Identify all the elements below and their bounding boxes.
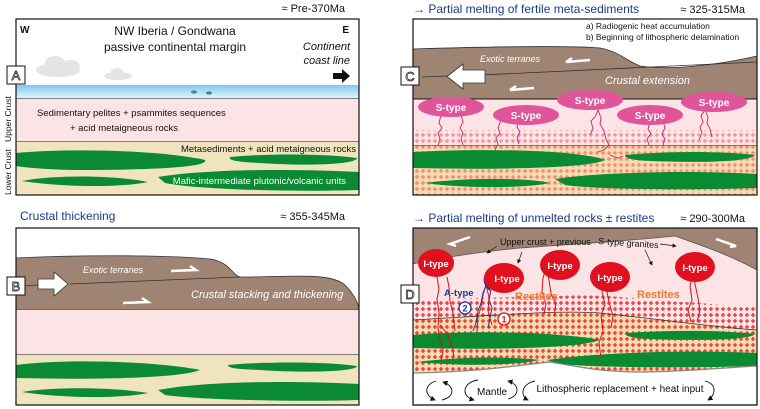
panel-d-terranes (413, 228, 757, 270)
s-type-pluton (557, 90, 623, 110)
i-type-label: I-type (547, 261, 572, 272)
shear-arrow-icon (170, 264, 200, 273)
i-type-label: I-type (682, 263, 707, 274)
panel-b-upper-crust (16, 310, 359, 355)
s-type-label: S-type (699, 98, 730, 109)
lithosphere-label: Lithospheric replacement + heat input (536, 384, 703, 395)
panel-c: → Partial melting of fertile meta-sedime… (400, 2, 758, 196)
panel-a-lower-text-1: Metasediments + acid metaigneous rocks (181, 144, 356, 155)
i-type-pluton (590, 262, 630, 292)
panel-b-letter: B (12, 279, 21, 294)
s-type-label: S-type (511, 111, 542, 122)
coast-label-1: Continent (303, 41, 351, 53)
panel-c-exotic-label: Exotic terranes (480, 54, 541, 64)
i-type-plutons: I-type I-type I-type I-type I-type (418, 249, 715, 293)
shear-arrow-icon (715, 237, 737, 249)
panel-a-frame (15, 18, 360, 196)
panel-a-upper-text-1: Sedimentary pelites + psammites sequence… (37, 108, 226, 119)
panel-b-mafic-units (16, 361, 359, 401)
shear-arrow-icon (122, 296, 152, 305)
arrow-right-icon (333, 69, 350, 83)
panel-a-upper-text-2: + acid metaigneous rocks (70, 123, 178, 134)
west-label: W (20, 25, 30, 36)
coast-label-2: coast line (304, 55, 350, 67)
marker-2: 2 (458, 301, 472, 315)
lower-crust-side-label: Lower Crust (3, 149, 13, 195)
push-arrow-icon (37, 271, 69, 297)
panel-d-a-type-veins (472, 282, 493, 332)
cloud-icon (36, 56, 132, 80)
panel-d-title: → Partial melting of unmelted rocks ± re… (413, 211, 654, 225)
fish-icon (191, 90, 212, 95)
panel-a-lower-text-2: Mafic-intermediate plutonic/volcanic uni… (173, 176, 346, 187)
s-type-pluton (681, 92, 747, 112)
s-type-pluton (493, 105, 559, 125)
panel-a-mafic-units (16, 150, 359, 191)
convection-arrows-icon (426, 379, 715, 402)
panel-d-letter-badge: D (400, 284, 420, 304)
shear-arrow-icon (565, 56, 591, 64)
mantle-label: Mantle (477, 387, 507, 398)
panel-c-note-a: a) Radiogenic heat accumulation (586, 21, 710, 31)
panel-c-age: ≈ 325-315Ma (680, 4, 746, 16)
s-type-pluton (617, 105, 683, 125)
shear-arrow-icon (446, 235, 471, 248)
s-type-label: S-type (635, 111, 666, 122)
marker-1-label: 1 (501, 315, 506, 325)
panel-a-upper-crust (16, 99, 359, 142)
panel-c-note-b: b) Beginning of lithospheric delaminatio… (586, 32, 739, 42)
panel-a-letter-badge: A (6, 65, 26, 85)
panel-a-age: ≈ Pre-370Ma (281, 3, 345, 15)
panel-c-letter-badge: C (400, 66, 420, 86)
panel-d-age: ≈ 290-300Ma (680, 213, 746, 225)
panel-c-terranes (412, 46, 758, 100)
i-type-label: I-type (423, 259, 448, 270)
a-type-label: A-type (444, 288, 474, 299)
panel-a-letter: A (12, 68, 21, 83)
panel-a-sea (16, 85, 359, 99)
panel-d: → Partial melting of unmelted rocks ± re… (400, 211, 758, 406)
s-type-plutons: S-type S-type S-type S-type S-type (418, 90, 747, 125)
panel-c-melt-veins (437, 109, 713, 159)
panel-c-mafic-units (413, 150, 757, 190)
panel-a-heading-2: passive continental margin (104, 40, 246, 54)
shear-arrow-icon (509, 84, 535, 92)
s-type-pluton (418, 97, 484, 117)
panel-b-letter-badge: B (6, 276, 26, 296)
i-type-pluton (540, 250, 580, 280)
i-type-pluton (418, 249, 454, 277)
upper-crust-side-label: Upper Crust (3, 96, 13, 142)
panel-b-stacking-label: Crustal stacking and thickening (191, 289, 344, 301)
east-label: E (342, 25, 349, 36)
panel-c-title: → Partial melting of fertile meta-sedime… (413, 2, 639, 16)
marker-1: 1 (497, 312, 511, 326)
panel-d-mafic-units (413, 330, 757, 368)
panel-a-heading-1: NW Iberia / Gondwana (114, 24, 236, 38)
s-type-label: S-type (436, 103, 467, 114)
restites-label: Restites (515, 291, 558, 303)
marker-2-label: 2 (462, 304, 467, 314)
s-granites-note: S-type granites (598, 236, 660, 250)
panel-b: Crustal thickening ≈ 355-345Ma Exotic te… (6, 209, 360, 406)
panel-b-title: Crustal thickening (20, 209, 115, 223)
i-type-label: I-type (597, 273, 622, 284)
s-type-label: S-type (575, 96, 606, 107)
upper-crust-note: Upper crust + previous (500, 237, 591, 247)
i-type-pluton (484, 263, 524, 293)
panel-b-exotic-label: Exotic terranes (83, 265, 144, 275)
panel-d-letter: D (405, 287, 414, 302)
panel-b-age: ≈ 355-345Ma (280, 211, 346, 223)
panel-c-extension-label: Crustal extension (605, 75, 690, 87)
i-type-pluton (675, 252, 715, 282)
push-arrow-left-icon (446, 63, 486, 90)
panel-d-mantle (412, 361, 758, 406)
panel-a: ≈ Pre-370Ma W E NW Iberia / Gondwana pas… (3, 3, 360, 196)
panel-c-letter: C (405, 69, 414, 84)
pointer-arrows (486, 243, 677, 266)
restites-label: Restites (637, 289, 680, 301)
i-type-label: I-type (494, 274, 519, 285)
